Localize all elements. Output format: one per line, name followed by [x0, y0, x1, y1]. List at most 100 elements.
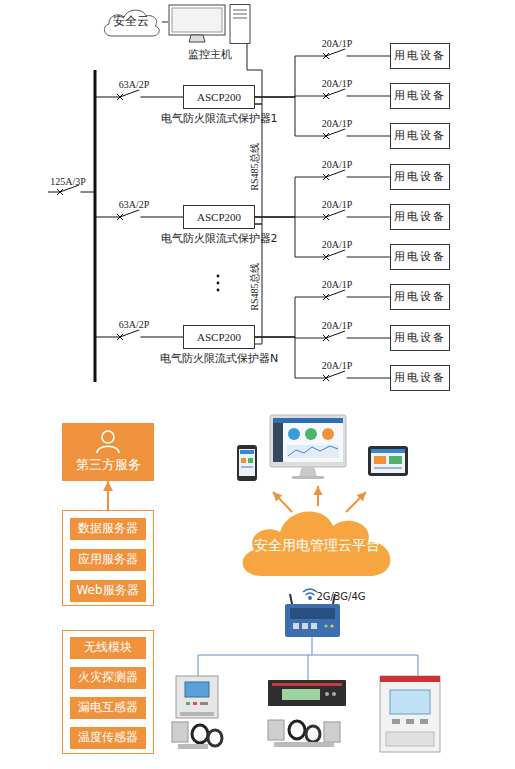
wifi-dot — [309, 597, 311, 599]
meter-button — [392, 719, 400, 724]
arrow — [273, 492, 292, 512]
wifi-icon — [303, 589, 317, 599]
node-label: 安全云 — [113, 15, 149, 28]
antenna — [290, 594, 292, 604]
tablet-screen — [371, 449, 405, 473]
tablet-icon — [368, 446, 408, 476]
meter-one — [176, 676, 218, 718]
breaker-rating: 20A/1P — [322, 320, 353, 331]
cloud-node: 安全云 — [100, 6, 162, 38]
tablet-body — [368, 446, 408, 476]
tablet-header — [371, 449, 405, 453]
module-box: 火灾探测器 — [70, 667, 146, 689]
node-label: 第三方服务 — [76, 458, 141, 472]
node-label: 漏电互感器 — [78, 701, 138, 714]
tablet-tile — [374, 456, 386, 464]
monitor-frame — [270, 415, 346, 467]
cloud-outline — [104, 10, 159, 36]
module-box: Web服务器 — [70, 580, 146, 602]
wire-connector — [255, 217, 390, 257]
meter-terminal — [180, 712, 214, 716]
ct-block — [268, 720, 284, 740]
meter-screen — [185, 682, 209, 697]
ct-coil — [289, 721, 305, 739]
load-box: 用电设备 — [390, 164, 450, 190]
service-box: 第三方服务 — [62, 423, 154, 481]
load-box: 用电设备 — [390, 284, 450, 310]
meter-body — [176, 676, 218, 718]
meter-body — [268, 680, 346, 706]
tree-line — [418, 655, 419, 676]
gateway-port — [311, 623, 317, 629]
meter-button — [332, 692, 336, 696]
gateway-body — [285, 604, 340, 637]
breaker-symbol — [323, 331, 347, 341]
cloud-shape — [243, 512, 391, 576]
meter-screen — [390, 690, 430, 714]
node-label: 用电设备 — [394, 90, 446, 102]
screen-header — [273, 418, 343, 423]
meter-button — [420, 719, 428, 724]
phone-screen — [239, 449, 255, 476]
node-label: 用电设备 — [394, 50, 446, 62]
flow-arrow — [107, 481, 109, 510]
breaker-rating: 20A/1P — [322, 239, 353, 250]
screen-sidebar — [273, 423, 283, 462]
free-label: 63A/2P — [119, 199, 150, 210]
bus-bar — [94, 70, 97, 382]
ct-coil — [306, 726, 320, 742]
node-label: 火灾探测器 — [78, 671, 138, 684]
meter-two — [268, 680, 346, 706]
node-caption: 电气防火限流式保护器2 — [161, 231, 278, 246]
meter-body — [380, 676, 440, 752]
breaker-symbol — [323, 129, 347, 139]
breaker-rating: 20A/1P — [322, 38, 353, 49]
pie-chart — [288, 428, 300, 440]
monitor-base — [292, 476, 324, 479]
node-label: Web服务器 — [76, 584, 138, 597]
protector-box: ASCP200电气防火限流式保护器1 — [183, 85, 255, 109]
tree-line — [308, 655, 309, 680]
gateway-panel — [290, 608, 335, 619]
breaker-rating: 20A/1P — [322, 159, 353, 170]
breaker-rating: 20A/1P — [322, 199, 353, 210]
wire-connector — [255, 297, 390, 337]
node-caption: 监控主机 — [188, 47, 232, 62]
free-label: 125A/3P — [50, 176, 86, 187]
gateway-port — [293, 623, 299, 629]
gateway-led — [330, 624, 333, 627]
ct-group-two — [268, 720, 340, 747]
chart-line — [288, 446, 338, 456]
meter-screen — [282, 689, 320, 700]
node-label: 应用服务器 — [78, 553, 138, 566]
breaker-symbol — [117, 210, 141, 220]
module-box: 应用服务器 — [70, 549, 146, 571]
arrow — [317, 486, 319, 506]
node-shape — [168, 4, 252, 44]
load-box: 用电设备 — [390, 244, 450, 270]
node-label: 用电设备 — [394, 291, 446, 303]
breaker-symbol — [323, 250, 347, 260]
monitor-frame — [169, 5, 225, 35]
node-label: 安全用电管理云平台 — [254, 538, 380, 553]
meter-button — [406, 719, 414, 724]
wire-connector — [247, 44, 262, 104]
pie-chart — [322, 428, 334, 440]
node-label: ASCP200 — [197, 211, 241, 223]
pie-chart — [305, 428, 317, 440]
breaker-rating: 20A/1P — [322, 118, 353, 129]
breaker-symbol — [323, 170, 347, 180]
breaker-rating: 20A/1P — [322, 360, 353, 371]
meter-terminal — [386, 732, 434, 746]
cloud-platform: 安全用电管理云平台 — [232, 500, 402, 580]
ct-block — [172, 722, 188, 742]
person-head — [102, 431, 114, 443]
node-shape — [62, 423, 154, 481]
monitor-stand — [299, 467, 317, 476]
dot — [217, 282, 220, 285]
node-label: 用电设备 — [394, 372, 446, 384]
monitor-stand — [189, 35, 205, 42]
